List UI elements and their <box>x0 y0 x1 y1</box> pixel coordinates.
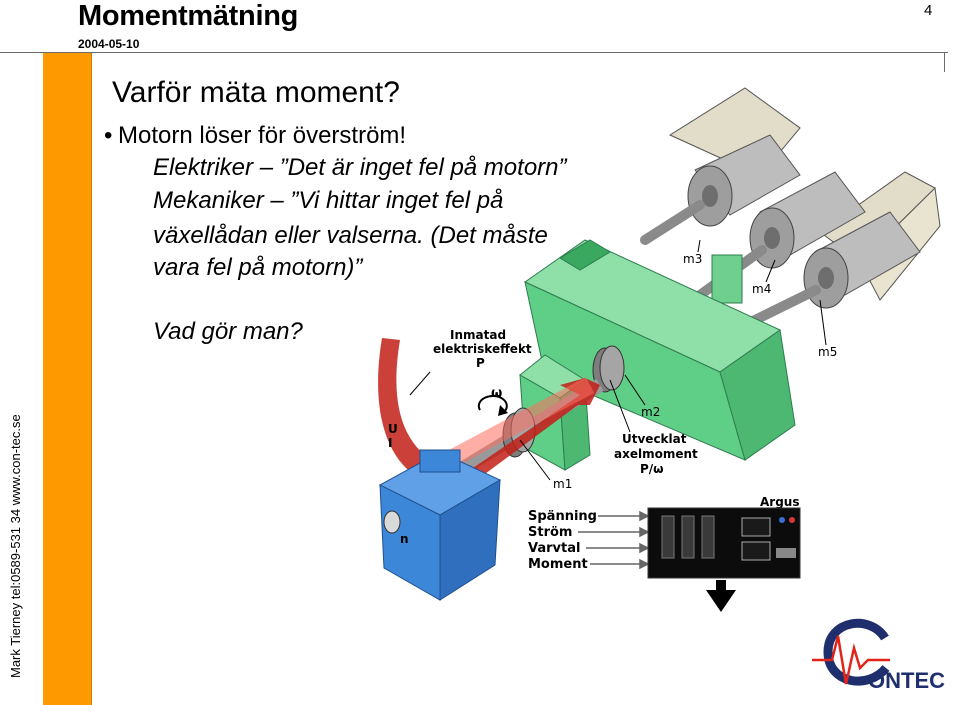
label-n: n <box>400 532 409 546</box>
label-elektriskeffekt: elektriskeffekt <box>433 342 532 356</box>
label-p: P <box>476 356 485 370</box>
label-omega: ω <box>491 386 502 401</box>
label-m3: m3 <box>683 252 702 266</box>
page-number: 4 <box>924 2 932 19</box>
orange-sidebar <box>43 53 92 705</box>
slide-date: 2004-05-10 <box>78 37 139 51</box>
label-moment: Moment <box>528 557 588 572</box>
header-rule-tick <box>944 52 945 72</box>
logo-text: ONTEC <box>868 668 945 693</box>
contact-vertical-text: Mark Tierney tel:0589-531 34 www.con-tec… <box>8 414 23 678</box>
electric-motor <box>380 450 500 600</box>
label-p-omega: P/ω <box>640 462 664 476</box>
label-utvecklat: Utvecklat <box>622 432 687 446</box>
slide-title: Momentmätning <box>78 0 298 33</box>
bullet-text: Motorn löser för överström! <box>118 122 406 149</box>
label-varvtal: Varvtal <box>528 541 580 556</box>
label-m4: m4 <box>752 282 771 296</box>
question-text: Vad gör man? <box>153 318 303 346</box>
contec-logo: ONTEC <box>806 614 960 702</box>
gearbox-m4 <box>712 255 742 303</box>
argus-instrument <box>648 508 800 578</box>
label-m1: m1 <box>553 477 572 491</box>
label-inmatad: Inmatad <box>450 328 506 342</box>
label-m5: m5 <box>818 345 837 359</box>
output-arrow-icon <box>706 580 736 612</box>
bullet-dot: • <box>104 122 118 150</box>
mechanic-quote-line3: vara fel på motorn)” <box>153 254 362 282</box>
label-m2: m2 <box>641 405 660 419</box>
label-strom: Ström <box>528 525 572 540</box>
bullet-item: •Motorn löser för överström! <box>104 122 406 150</box>
label-u: U <box>388 422 398 436</box>
measurement-diagram: Inmatad elektriskeffekt P ω U I n m1 m2 … <box>370 78 960 623</box>
label-spanning: Spänning <box>528 509 597 524</box>
label-axelmoment: axelmoment <box>614 447 698 461</box>
label-i: I <box>388 436 392 450</box>
header-rule <box>0 52 948 53</box>
slide-heading: Varför mäta moment? <box>112 76 400 110</box>
label-argus: Argus <box>760 495 799 509</box>
